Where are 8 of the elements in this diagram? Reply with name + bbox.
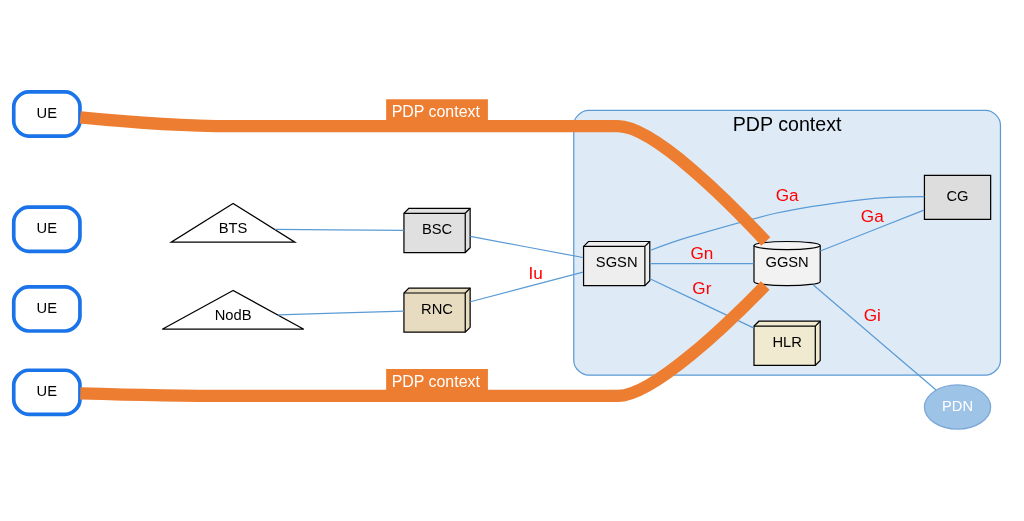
edge-label: PDP context (391, 372, 480, 390)
edge-label: Gr (692, 278, 712, 299)
edge-label: Ga (775, 185, 799, 206)
edge-label: Iu (528, 262, 543, 283)
edge-label: Gi (863, 305, 881, 326)
edge-label: Gn (690, 242, 714, 263)
edge-label: Ga (860, 206, 884, 227)
edge-label: PDP context (391, 102, 480, 120)
